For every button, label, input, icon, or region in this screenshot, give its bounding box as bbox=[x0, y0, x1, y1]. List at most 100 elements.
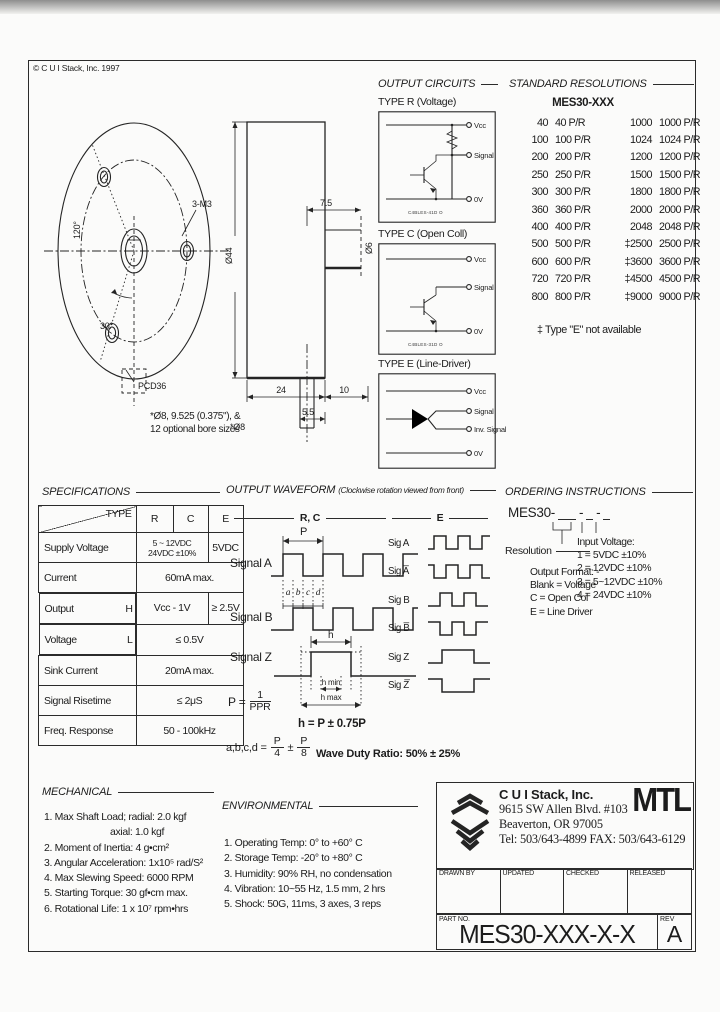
dim-shaft-offset: 5.5 bbox=[302, 407, 314, 417]
table-cell: 250 P/R bbox=[555, 168, 591, 181]
table-cell: 600 bbox=[531, 255, 548, 268]
list-item: 2 = 12VDC ±10% bbox=[577, 563, 652, 575]
list-item: 3 = 5~12VDC ±10% bbox=[577, 576, 663, 588]
part-number-cell: PART NO. MES30-XXX-X-X bbox=[437, 915, 657, 949]
spec-corner-cell: TYPE bbox=[38, 505, 137, 533]
spec-col-c: C bbox=[172, 505, 209, 533]
bore-note: *Ø8, 9.525 (0.375"), & 12 optional bore … bbox=[150, 410, 241, 436]
abcd-c: c bbox=[306, 588, 311, 598]
list-item: Blank = Voltage bbox=[530, 580, 596, 592]
pcd-label: PCD36 bbox=[138, 381, 166, 391]
table-cell: ‡2500 bbox=[624, 238, 652, 251]
angle-120-label: 120° bbox=[72, 221, 82, 239]
table-cell: 400 bbox=[531, 221, 548, 234]
mounting-hole-label: 3-M3 bbox=[192, 199, 212, 209]
spec-value: Vcc - 1V bbox=[135, 592, 209, 625]
rev-cell: REV A bbox=[657, 915, 691, 949]
terminal-label-vcc: Vcc bbox=[474, 255, 486, 264]
side-view-drawing: Ø44 7.5 Ø6 24 10 5.5 *Ø8 bbox=[224, 121, 374, 442]
table-cell: ‡4500 bbox=[624, 273, 652, 286]
voltage-slot bbox=[603, 506, 611, 520]
output-format-label: Output Format: - bbox=[530, 567, 600, 578]
section-title-output-waveform: OUTPUT WAVEFORM (Clockwise rotation view… bbox=[226, 484, 496, 496]
list-item: E = Line Driver bbox=[530, 606, 593, 618]
scan-artifact bbox=[0, 0, 720, 14]
section-title-standard-resolutions: STANDARD RESOLUTIONS bbox=[509, 78, 694, 90]
resolutions-subtitle: MES30-XXX bbox=[552, 97, 614, 109]
circuit-type-r: Vcc Signal 0V C4BLES-41D O bbox=[378, 111, 496, 223]
terminal-label-signal: Signal bbox=[474, 407, 494, 416]
part-number-block: PART NO. MES30-XXX-X-X REV A bbox=[436, 914, 692, 950]
spec-value: 20mA max. bbox=[135, 655, 244, 686]
h-dim-label: h bbox=[328, 630, 333, 641]
table-cell: 100 bbox=[531, 134, 548, 147]
list-item: 1 = 5VDC ±10% bbox=[577, 550, 646, 562]
format-slot bbox=[586, 506, 594, 520]
signal-a-label: Signal A bbox=[230, 556, 272, 570]
e-signal-row: Sig A bbox=[388, 529, 492, 558]
table-cell: 1500 bbox=[629, 168, 653, 181]
table-cell: 100 P/R bbox=[555, 134, 591, 147]
specifications-table: TYPE R C E Supply Voltage 5 ~ 12VDC 24VD… bbox=[38, 505, 244, 746]
rev-value: A bbox=[666, 921, 683, 947]
list-item: 5. Shock: 50G, 11ms, 3 axes, 3 reps bbox=[224, 898, 381, 911]
formula-abcd: a,b,c,d = P 4 ± P 8 bbox=[226, 736, 311, 759]
sig-z-wave bbox=[428, 649, 490, 664]
table-cell: 1800 bbox=[629, 186, 653, 199]
ordering-callout-lines bbox=[552, 522, 597, 544]
spec-value: 5 ~ 12VDC 24VDC ±10% bbox=[135, 532, 209, 563]
list-item: axial: 1.0 kgf bbox=[110, 826, 165, 839]
spec-value: 5VDC bbox=[207, 532, 244, 563]
table-cell: 1024 P/R bbox=[659, 134, 701, 147]
abcd-a: a bbox=[286, 588, 291, 598]
sig-a-bar-label: Sig A̅ bbox=[388, 566, 409, 578]
list-item: C = Open Col bbox=[530, 593, 588, 605]
table-cell: 2048 bbox=[629, 221, 653, 234]
titleblock-updated: UPDATED bbox=[501, 869, 564, 913]
sig-z-bar-label: Sig Z̅ bbox=[388, 680, 409, 692]
table-row: 500 500 P/R ‡2500 2500 P/R bbox=[512, 236, 712, 253]
circuit-type-r-title: TYPE R (Voltage) bbox=[378, 96, 457, 108]
h-max-label: h max bbox=[321, 693, 342, 702]
abcd-b: b bbox=[296, 588, 301, 598]
list-item: 2. Storage Temp: -20° to +80° C bbox=[224, 852, 363, 865]
company-city: Beaverton, OR 97005 bbox=[499, 817, 603, 831]
company-name: C U I Stack, Inc. bbox=[499, 787, 594, 802]
titleblock-released: RELEASED bbox=[629, 870, 666, 877]
table-cell: 500 P/R bbox=[555, 238, 591, 251]
circuit-type-c: Vcc Signal 0V C4BLES-31D O bbox=[378, 243, 496, 355]
table-cell: 600 P/R bbox=[555, 255, 591, 268]
formula-p: P = 1 PPR bbox=[228, 689, 271, 713]
mtl-logo: MTL bbox=[632, 781, 692, 819]
terminal-label-inv-signal: Inv. Signal bbox=[474, 425, 507, 434]
table-cell: 2048 P/R bbox=[659, 221, 701, 234]
spec-row-label: Freq. Response bbox=[38, 715, 137, 746]
table-cell: 800 P/R bbox=[555, 290, 591, 303]
table-cell: 500 bbox=[531, 238, 548, 251]
terminal-label-signal: Signal bbox=[474, 151, 494, 160]
section-title-environmental: ENVIRONMENTAL bbox=[222, 800, 418, 812]
sig-a-label: Sig A bbox=[388, 537, 409, 549]
titleblock-drawn-by: DRAWN BY bbox=[437, 869, 501, 913]
waveform-group-e: E bbox=[392, 512, 488, 524]
dim-cable-offset: 7.5 bbox=[320, 198, 332, 208]
table-cell: 2500 P/R bbox=[659, 238, 701, 251]
spec-value: 50 - 100kHz bbox=[135, 715, 244, 746]
table-cell: 4500 P/R bbox=[659, 273, 701, 286]
terminal-label-vcc: Vcc bbox=[474, 387, 486, 396]
resolution-label: Resolution bbox=[505, 545, 590, 557]
e-signal-row: Sig Z bbox=[388, 643, 492, 672]
spec-value: 60mA max. bbox=[135, 562, 244, 593]
circuit-type-e-title: TYPE E (Line-Driver) bbox=[378, 358, 471, 370]
circuit-fine-print: C4BLES-31D O bbox=[408, 342, 443, 347]
